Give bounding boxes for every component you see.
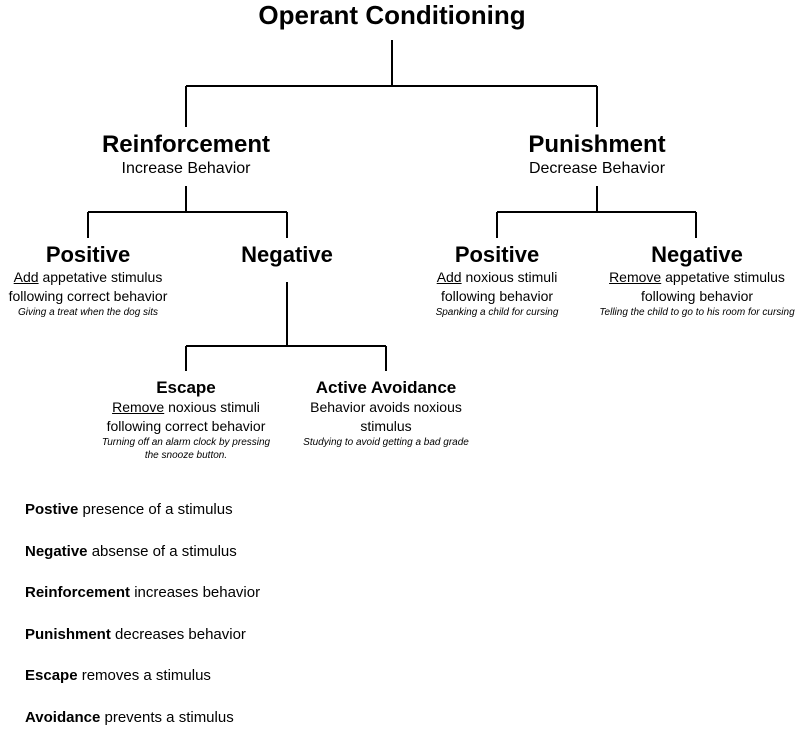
legend-term: Punishment — [25, 625, 111, 643]
legend-item: Avoidance prevents a stimulus — [25, 708, 260, 728]
active-avoidance-node: Active Avoidance Behavior avoids noxious… — [288, 377, 484, 449]
positive-punishment-label: Positive — [454, 242, 540, 267]
add-action-label: Add — [13, 269, 39, 285]
escape-node: Escape Remove noxious stimuli following … — [91, 377, 281, 462]
positive-punishment-line1: Add noxious stimuli — [407, 268, 587, 287]
legend-definition: absense of a stimulus — [87, 542, 237, 560]
legend-term: Reinforcement — [25, 584, 131, 601]
negative-punishment-label: Negative — [651, 242, 743, 267]
legend-item: Negative absense of a stimulus — [25, 542, 260, 562]
punishment-subtitle: Decrease Behavior — [528, 160, 666, 177]
positive-reinforcement-line1: Add appetative stimulus — [0, 268, 178, 287]
add-action-label: Add — [436, 269, 462, 285]
positive-punishment-node: Positive Add noxious stimuli following b… — [407, 242, 587, 319]
legend-item: Escape removes a stimulus — [25, 666, 260, 686]
legend-definition: increases behavior — [130, 584, 261, 601]
reinforcement-subtitle: Increase Behavior — [121, 160, 251, 177]
legend-item: Reinforcement increases behavior — [25, 583, 260, 603]
diagram-title: Operant Conditioning — [258, 0, 526, 30]
negative-punishment-line2: following behavior — [640, 288, 754, 304]
legend-term: Escape — [25, 667, 78, 684]
legend-term: Negative — [25, 542, 88, 560]
positive-punishment-line2: following behavior — [440, 288, 554, 304]
negative-reinforcement-label: Negative — [241, 242, 333, 267]
escape-line2: following correct behavior — [106, 418, 266, 434]
positive-punishment-desc: noxious stimuli — [461, 269, 558, 285]
remove-action-label: Remove — [609, 269, 662, 285]
positive-reinforcement-node: Positive Add appetative stimulus followi… — [0, 242, 178, 319]
remove-action-label: Remove — [112, 399, 165, 415]
positive-reinforcement-desc: appetative stimulus — [38, 269, 163, 285]
legend-item: Postive presence of a stimulus — [25, 500, 260, 520]
legend-definition: presence of a stimulus — [78, 501, 233, 518]
active-avoidance-label: Active Avoidance — [315, 378, 457, 397]
positive-reinforcement-example: Giving a treat when the dog sits — [17, 307, 159, 318]
legend-term: Avoidance — [25, 708, 101, 726]
escape-example-line1: Turning off an alarm clock by pressing — [101, 437, 271, 448]
legend-definition: removes a stimulus — [77, 667, 211, 684]
punishment-label: Punishment — [528, 131, 666, 158]
positive-reinforcement-label: Positive — [45, 242, 131, 267]
negative-punishment-desc: appetative stimulus — [661, 269, 785, 285]
negative-reinforcement-node: Negative — [207, 242, 367, 268]
negative-punishment-example: Telling the child to go to his room for … — [599, 307, 795, 318]
connector-lines — [87, 40, 697, 371]
legend-term: Postive — [25, 501, 79, 518]
reinforcement-label: Reinforcement — [101, 131, 271, 158]
legend-definition: prevents a stimulus — [100, 708, 234, 726]
negative-punishment-node: Negative Remove appetative stimulus foll… — [596, 242, 798, 319]
escape-line1: Remove noxious stimuli — [91, 398, 281, 417]
escape-desc: noxious stimuli — [164, 399, 260, 415]
active-avoidance-line2: stimulus — [360, 418, 412, 434]
legend: Postive presence of a stimulus Negative … — [25, 500, 260, 749]
legend-definition: decreases behavior — [110, 625, 246, 643]
escape-example-line2: the snooze button. — [144, 450, 228, 461]
escape-label: Escape — [156, 378, 216, 397]
active-avoidance-line1: Behavior avoids noxious — [310, 399, 462, 415]
negative-punishment-line1: Remove appetative stimulus — [596, 268, 798, 287]
reinforcement-node: Reinforcement Increase Behavior — [76, 131, 296, 179]
positive-punishment-example: Spanking a child for cursing — [435, 307, 559, 318]
punishment-node: Punishment Decrease Behavior — [487, 131, 707, 179]
positive-reinforcement-line2: following correct behavior — [8, 288, 168, 304]
legend-item: Punishment decreases behavior — [25, 625, 260, 645]
active-avoidance-example: Studying to avoid getting a bad grade — [303, 437, 469, 448]
